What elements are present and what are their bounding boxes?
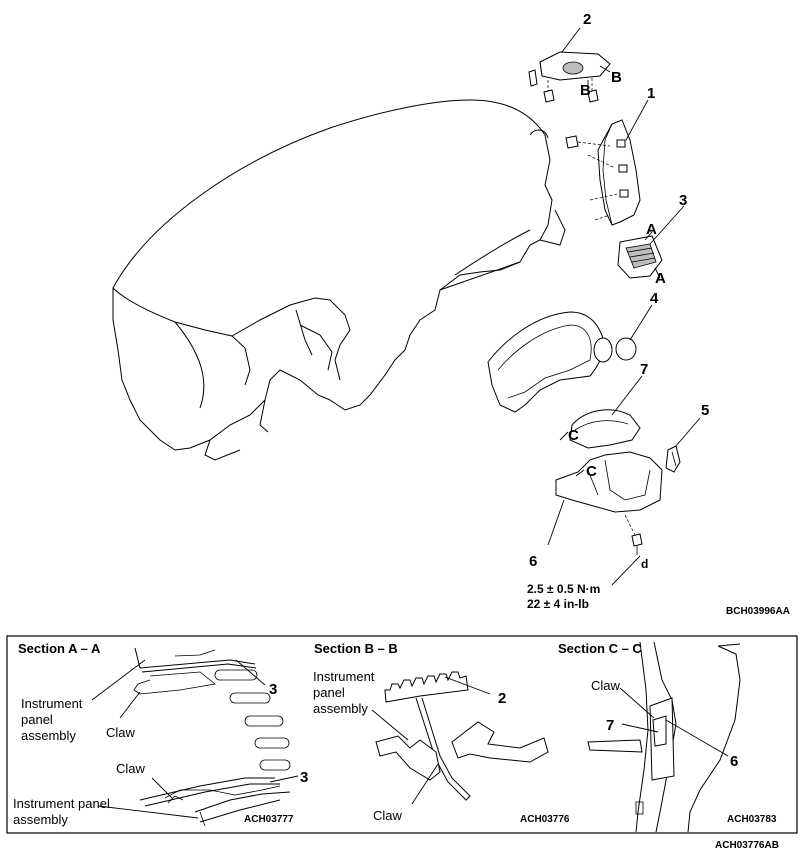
bb-assembly-label-b: panel <box>313 685 345 700</box>
mark-a-bottom: A <box>655 270 666 287</box>
section-c-c-title: Section C – C <box>558 641 642 656</box>
fastener-d: d <box>641 557 648 571</box>
aa-figure-code: ACH03777 <box>244 814 294 825</box>
aa-claw-label-1: Claw <box>106 725 136 740</box>
torque-metric: 2.5 ± 0.5 N·m <box>527 582 600 596</box>
mark-b-right: B <box>611 69 622 86</box>
section-c-c: Section C – C <box>558 641 741 833</box>
cc-callout-6: 6 <box>730 753 738 770</box>
mark-b-bottom: B <box>580 82 591 99</box>
part-5-clip <box>665 417 701 473</box>
bb-claw-label: Claw <box>373 808 403 823</box>
bb-callout-2: 2 <box>498 690 506 707</box>
callout-5: 5 <box>701 402 709 419</box>
section-b-b-title: Section B – B <box>314 641 398 656</box>
callout-7: 7 <box>640 361 648 378</box>
cc-callout-7: 7 <box>606 717 614 734</box>
callout-3: 3 <box>679 192 687 209</box>
callout-4: 4 <box>650 290 659 307</box>
section-a-a: Section A – A <box>18 641 299 827</box>
callout-1: 1 <box>647 85 655 102</box>
bb-figure-code: ACH03776 <box>520 814 570 825</box>
cc-claw-label: Claw <box>591 678 621 693</box>
bb-assembly-label-c: assembly <box>313 701 368 716</box>
instrument-panel-outline <box>112 99 566 461</box>
mark-c-top: C <box>568 427 579 444</box>
part-4-meter-hood <box>487 304 653 413</box>
aa-assembly-label-1c: assembly <box>21 728 76 743</box>
aa-assembly-label-2b: assembly <box>13 812 68 827</box>
aa-claw-label-2: Claw <box>116 761 146 776</box>
aa-assembly-label-1b: panel <box>21 712 53 727</box>
section-a-a-title: Section A – A <box>18 641 101 656</box>
part-1-side-panel <box>565 99 649 226</box>
part-6-lower-column-cover <box>547 451 663 586</box>
aa-assembly-label-1a: Instrument <box>21 696 83 711</box>
mark-a-top: A <box>646 221 657 238</box>
aa-callout-3-bottom: 3 <box>300 769 308 786</box>
callout-2: 2 <box>583 11 591 28</box>
slot <box>214 669 258 681</box>
main-figure-code: BCH03996AA <box>726 606 790 617</box>
cc-figure-code: ACH03783 <box>727 814 777 825</box>
aa-assembly-label-2a: Instrument panel <box>13 796 110 811</box>
part-3-air-vent <box>617 205 685 279</box>
part-7-upper-column-cover <box>559 375 643 449</box>
section-views-frame <box>6 635 798 834</box>
callout-6: 6 <box>529 553 537 570</box>
footer-figure-code: ACH03776AB <box>715 840 779 851</box>
bb-assembly-label-a: Instrument <box>313 669 375 684</box>
torque-imperial: 22 ± 4 in-lb <box>527 597 589 611</box>
mark-c-bottom: C <box>586 463 597 480</box>
section-b-b: Section B – B <box>314 641 549 805</box>
aa-callout-3-top: 3 <box>269 681 277 698</box>
part-2-defroster-grille <box>528 27 611 103</box>
